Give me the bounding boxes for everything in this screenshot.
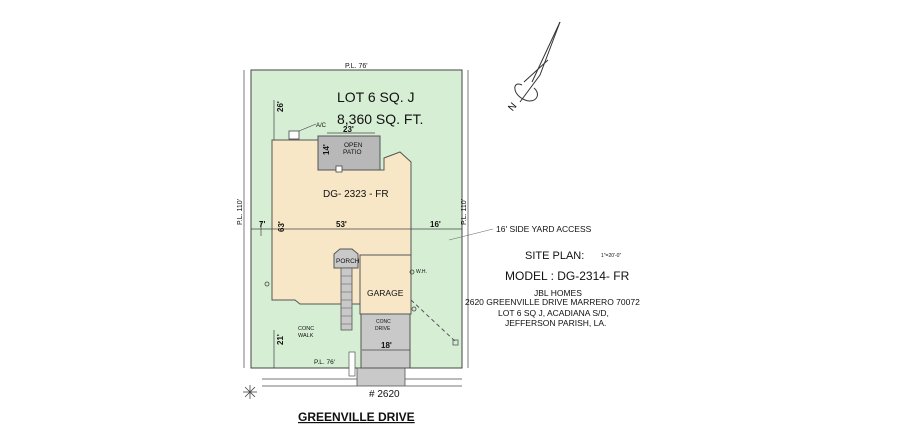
conc-walk-label-2: WALK xyxy=(298,333,314,339)
conc-walk xyxy=(340,267,353,331)
front-setback-label: 21' xyxy=(276,334,285,345)
garage xyxy=(359,254,412,315)
pl-right-label: P.L. 110' xyxy=(461,199,468,225)
info-line-4: JEFFERSON PARISH, LA. xyxy=(505,318,606,328)
open-patio xyxy=(317,135,381,171)
info-line-3: LOT 6 SQ J, ACADIANA S/D, xyxy=(498,308,609,318)
ac-label: A/C xyxy=(316,123,327,129)
house-width-label: 53' xyxy=(336,220,347,229)
survey-marker-icon xyxy=(243,385,257,399)
right-setback-label: 16' xyxy=(430,220,441,229)
site-plan-scale: 1"=20'-0" xyxy=(601,253,621,259)
lot-title: LOT 6 SQ. J xyxy=(337,89,415,105)
conc-drive xyxy=(360,313,411,369)
porch-label: PORCH xyxy=(336,258,360,265)
conc-walk-label-1: CONC xyxy=(298,326,314,332)
patio-depth-label: 14' xyxy=(322,144,331,155)
pl-left-label: P.L. 110' xyxy=(237,199,244,225)
site-plan-title: SITE PLAN: xyxy=(525,250,584,262)
ac-unit xyxy=(288,130,300,140)
pl-bottom-label: P.L. 76' xyxy=(314,359,335,366)
lot-area-label: 8,360 SQ. FT. xyxy=(337,111,423,127)
model-label: MODEL : DG-2314- FR xyxy=(505,269,630,283)
pl-top-label: P.L. 76' xyxy=(345,63,368,70)
north-arrow-icon xyxy=(514,21,561,103)
side-yard-access-label: 16' SIDE YARD ACCESS xyxy=(496,224,592,234)
street-apron xyxy=(356,367,406,387)
left-setback-label: 7' xyxy=(259,220,265,229)
conc-drive-label-2: DRIVE xyxy=(375,326,391,332)
wh-label: W.H. xyxy=(416,269,427,275)
info-line-1: JBL HOMES xyxy=(534,288,582,298)
patio-label-1: OPEN xyxy=(344,142,363,149)
address-number: # 2620 xyxy=(369,389,400,400)
house-label: DG- 2323 - FR xyxy=(323,189,389,200)
porch xyxy=(333,248,359,269)
conc-drive-label-1: CONC xyxy=(376,319,391,325)
patio-label-2: PATIO xyxy=(343,149,362,156)
house-depth-label: 63' xyxy=(277,221,286,232)
info-line-2: 2620 GREENVILLE DRIVE MARRERO 70072 xyxy=(465,297,640,307)
rear-setback-label: 26' xyxy=(276,101,285,112)
patio-width-label: 23' xyxy=(343,125,354,134)
garage-label: GARAGE xyxy=(367,288,404,298)
street-name: GREENVILLE DRIVE xyxy=(298,410,415,424)
north-label: N xyxy=(506,101,519,114)
drive-width-label: 18' xyxy=(381,341,392,350)
